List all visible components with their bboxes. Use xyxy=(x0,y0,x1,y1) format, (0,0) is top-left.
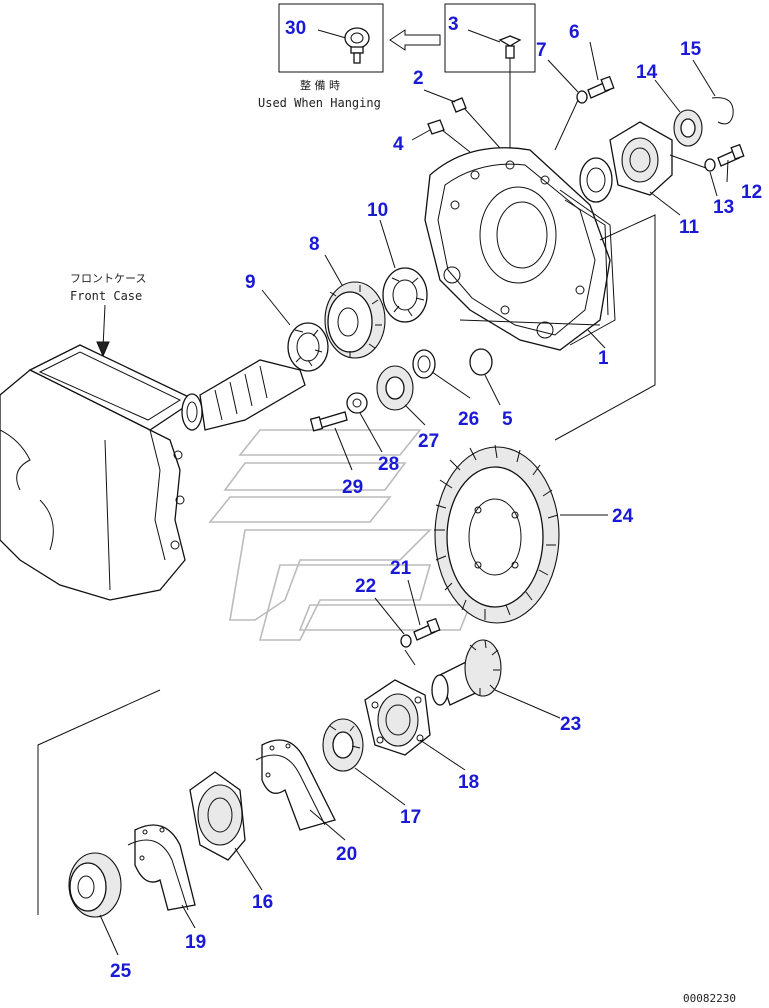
callout-14: 14 xyxy=(636,62,658,83)
input-shaft-group xyxy=(181,267,493,432)
breather-2-icon xyxy=(451,97,501,149)
bolt-12-icon xyxy=(717,143,745,167)
callout-3: 3 xyxy=(448,14,459,35)
plug-icon xyxy=(498,35,522,59)
callout-28: 28 xyxy=(378,454,399,475)
callout-30: 30 xyxy=(285,18,306,39)
callout-1: 1 xyxy=(598,348,609,369)
callout-24: 24 xyxy=(612,506,634,527)
callout-23: 23 xyxy=(560,714,581,735)
bevel-gear-24-icon xyxy=(434,444,560,624)
retainer-icon xyxy=(579,157,613,203)
callout-25: 25 xyxy=(110,961,132,982)
bolt-6-icon xyxy=(587,75,615,99)
bearing-14-icon xyxy=(673,109,703,147)
pinion-23-icon xyxy=(431,639,502,706)
callouts: 1 2 4 5 6 7 8 9 10 11 12 13 14 15 16 17 … xyxy=(110,22,762,982)
arrow-left-icon xyxy=(389,29,441,51)
bearing-10-icon xyxy=(382,267,428,323)
callout-21: 21 xyxy=(390,558,412,579)
bearing-25-icon xyxy=(68,852,122,918)
bevel-gear-group xyxy=(37,214,656,918)
cover-5-icon xyxy=(469,348,493,376)
washer-22-icon xyxy=(400,634,412,648)
inset-hanging: 30 整 備 時 Used When Hanging 3 xyxy=(258,3,536,150)
inset-caption-en: Used When Hanging xyxy=(258,96,381,110)
callout-20: 20 xyxy=(336,844,357,865)
callout-16: 16 xyxy=(252,892,273,913)
leader-lines xyxy=(99,41,729,956)
bearing-9-icon xyxy=(287,322,329,372)
eye-bolt-icon xyxy=(344,27,370,64)
inset-box-3 xyxy=(444,3,536,73)
arrow-down-icon xyxy=(96,341,110,358)
callout-26: 26 xyxy=(458,409,479,430)
callout-18: 18 xyxy=(458,772,479,793)
inset-caption-jp: 整 備 時 xyxy=(300,78,340,92)
shim-19-icon xyxy=(127,824,196,911)
callout-6: 6 xyxy=(569,22,580,43)
callout-9: 9 xyxy=(245,272,256,293)
rear-case xyxy=(424,147,616,351)
cage-16-icon xyxy=(189,771,246,861)
watermark-logo xyxy=(208,429,472,641)
callout-5: 5 xyxy=(502,409,513,430)
callout-12: 12 xyxy=(741,182,762,203)
front-case-label-jp: フロントケース xyxy=(70,272,146,285)
front-case-label-en: Front Case xyxy=(70,289,142,303)
callout-19: 19 xyxy=(185,932,206,953)
callout-7: 7 xyxy=(536,40,547,61)
callout-8: 8 xyxy=(309,234,320,255)
front-case: フロントケース Front Case xyxy=(0,272,197,601)
callout-27: 27 xyxy=(418,431,439,452)
snap-ring-15-icon xyxy=(711,97,734,125)
callout-4: 4 xyxy=(393,134,404,155)
bolt-21-icon xyxy=(413,617,441,641)
bolt-29-icon xyxy=(309,411,348,432)
bearing-17-icon xyxy=(322,718,364,772)
bearing-27-icon xyxy=(376,365,414,411)
fitting-4-icon xyxy=(427,119,471,153)
callout-17: 17 xyxy=(400,807,421,828)
drawing-code: 00082230 xyxy=(683,992,736,1005)
callout-29: 29 xyxy=(342,477,363,498)
washer-28-icon xyxy=(346,392,368,414)
washer-7-icon xyxy=(576,90,588,104)
callout-2: 2 xyxy=(413,68,424,89)
callout-13: 13 xyxy=(713,197,734,218)
callout-15: 15 xyxy=(680,39,702,60)
seal-26-icon xyxy=(412,349,436,379)
callout-11: 11 xyxy=(679,217,700,238)
shim-20-icon xyxy=(255,739,336,831)
cover-11-icon xyxy=(609,121,673,196)
inset-box-30 xyxy=(278,3,384,73)
upper-right-parts xyxy=(427,75,745,203)
washer-13-icon xyxy=(704,158,716,172)
cage-18-icon xyxy=(364,679,431,756)
callout-10: 10 xyxy=(367,200,388,221)
callout-22: 22 xyxy=(355,576,376,597)
gear-8-icon xyxy=(324,281,386,359)
